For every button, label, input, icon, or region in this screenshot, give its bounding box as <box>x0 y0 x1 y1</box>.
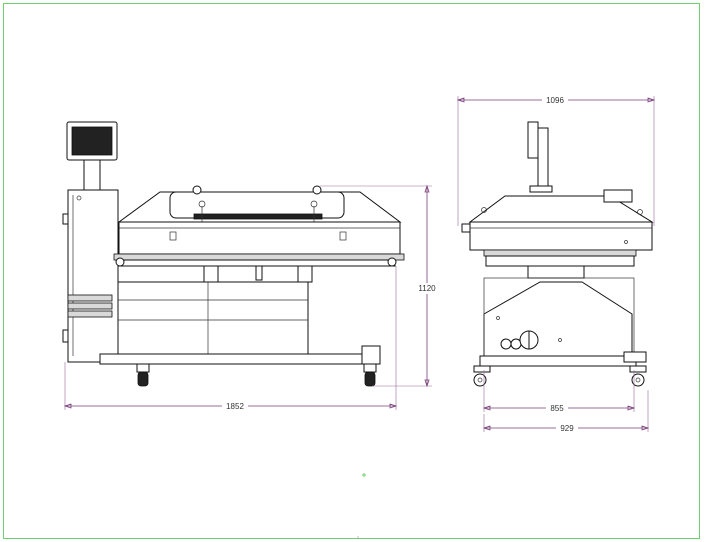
front-view <box>62 121 405 387</box>
control-column <box>62 189 119 363</box>
lower-frame <box>99 265 381 365</box>
drawing-frame <box>3 3 700 539</box>
side-base <box>479 265 647 367</box>
chamber <box>113 221 405 267</box>
dimension-front-height: 1120 <box>320 184 440 388</box>
side-top-width-label: 1096 <box>546 96 564 105</box>
side-inner-width-label: 855 <box>550 404 564 413</box>
front-width-label: 1852 <box>226 402 244 411</box>
dimension-side-outer-width: 929 <box>482 390 650 433</box>
side-outer-width-label: 929 <box>560 424 574 433</box>
dimension-side-top-width: 1096 <box>456 95 656 226</box>
side-wheels <box>473 365 647 387</box>
dimension-side-inner-width: 855 <box>482 370 636 413</box>
side-view <box>461 121 654 387</box>
side-monitor <box>527 121 553 193</box>
plus-mark <box>362 473 366 477</box>
front-wheels <box>136 363 377 387</box>
side-chamber <box>469 221 653 267</box>
monitor <box>66 121 118 191</box>
side-lid <box>461 189 654 233</box>
front-height-label: 1120 <box>418 284 436 293</box>
lid <box>117 185 402 223</box>
dimension-front-width: 1852 <box>63 266 398 411</box>
